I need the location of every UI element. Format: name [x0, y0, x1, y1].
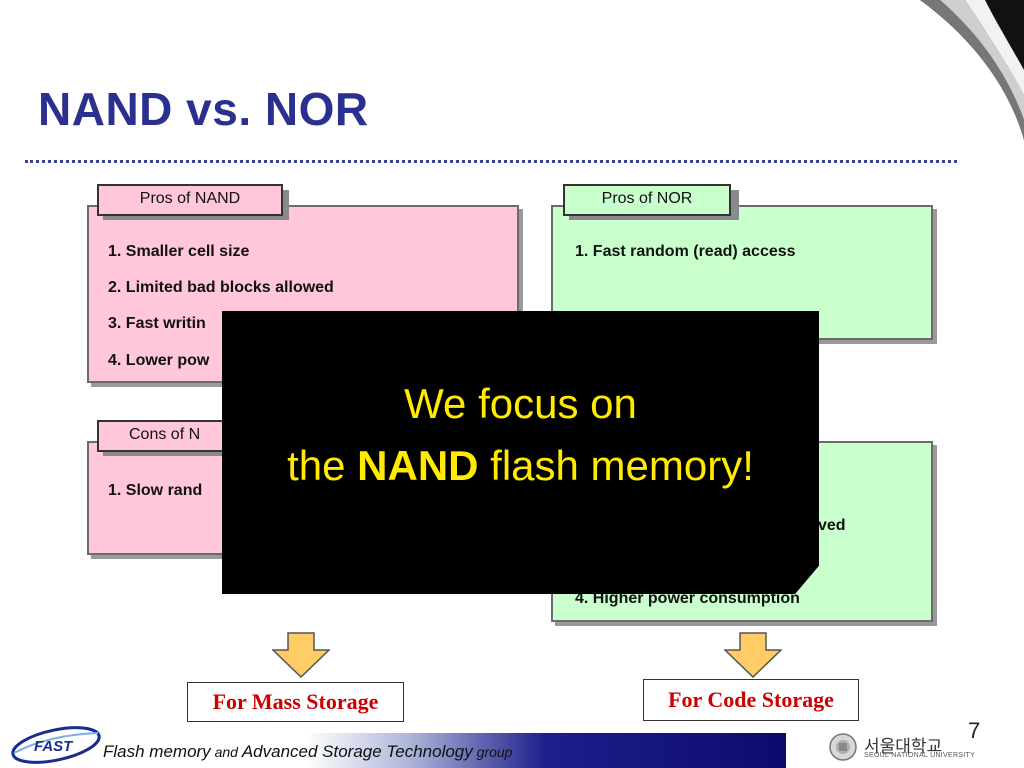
university-name: 서울대학교 [864, 737, 943, 756]
callout-line-2-pre: the [287, 442, 358, 489]
pros-nand-item-1: 1. Smaller cell size [108, 243, 250, 260]
pros-nand-item-2: 2. Limited bad blocks allowed [108, 279, 334, 296]
page-number: 7 [968, 718, 981, 743]
pros-nor-item-1: 1. Fast random (read) access [575, 243, 796, 260]
title-divider [25, 160, 957, 163]
footer-text-2: and [210, 744, 242, 760]
callout-line-2-post: flash memory! [478, 442, 754, 489]
footer-gradient-bar [100, 733, 786, 768]
pros-nor-label: Pros of NOR [563, 184, 731, 216]
university-subtitle: SEOUL NATIONAL UNIVERSITY [864, 752, 976, 759]
university-emblem-icon [829, 733, 857, 761]
focus-callout-box [222, 311, 819, 594]
page-curl-decoration [920, 0, 1024, 140]
callout-line-1: We focus on [404, 380, 637, 427]
down-arrow-icon [272, 632, 330, 678]
callout-line-2: the NAND flash memory! [222, 442, 819, 490]
pros-nand-item-3: 3. Fast writin [108, 315, 206, 332]
footer-text-4: group [472, 744, 513, 760]
pros-nand-label: Pros of NAND [97, 184, 283, 216]
cons-nand-item-1: 1. Slow rand [108, 482, 203, 499]
fast-logo-text: FAST [34, 738, 74, 755]
cons-nand-label-text: Cons of N [129, 426, 201, 443]
fast-logo: FAST [11, 726, 101, 764]
code-storage-label: For Code Storage [643, 679, 859, 721]
pros-nand-item-4: 4. Lower pow [108, 352, 210, 369]
mass-storage-label: For Mass Storage [187, 682, 404, 722]
footer-text-3: Advanced Storage Technology [241, 742, 473, 761]
callout-nand-emphasis: NAND [357, 442, 479, 489]
page-title: NAND vs. NOR [38, 83, 369, 135]
cons-nor-item-4: 4. Higher power consumption [575, 590, 800, 607]
cons-nor-item-3-fragment: ved [818, 517, 846, 534]
footer-text-1: Flash memory [103, 742, 211, 761]
down-arrow-icon [724, 632, 782, 678]
footer-group-name: Flash memory and Advanced Storage Techno… [103, 742, 512, 762]
